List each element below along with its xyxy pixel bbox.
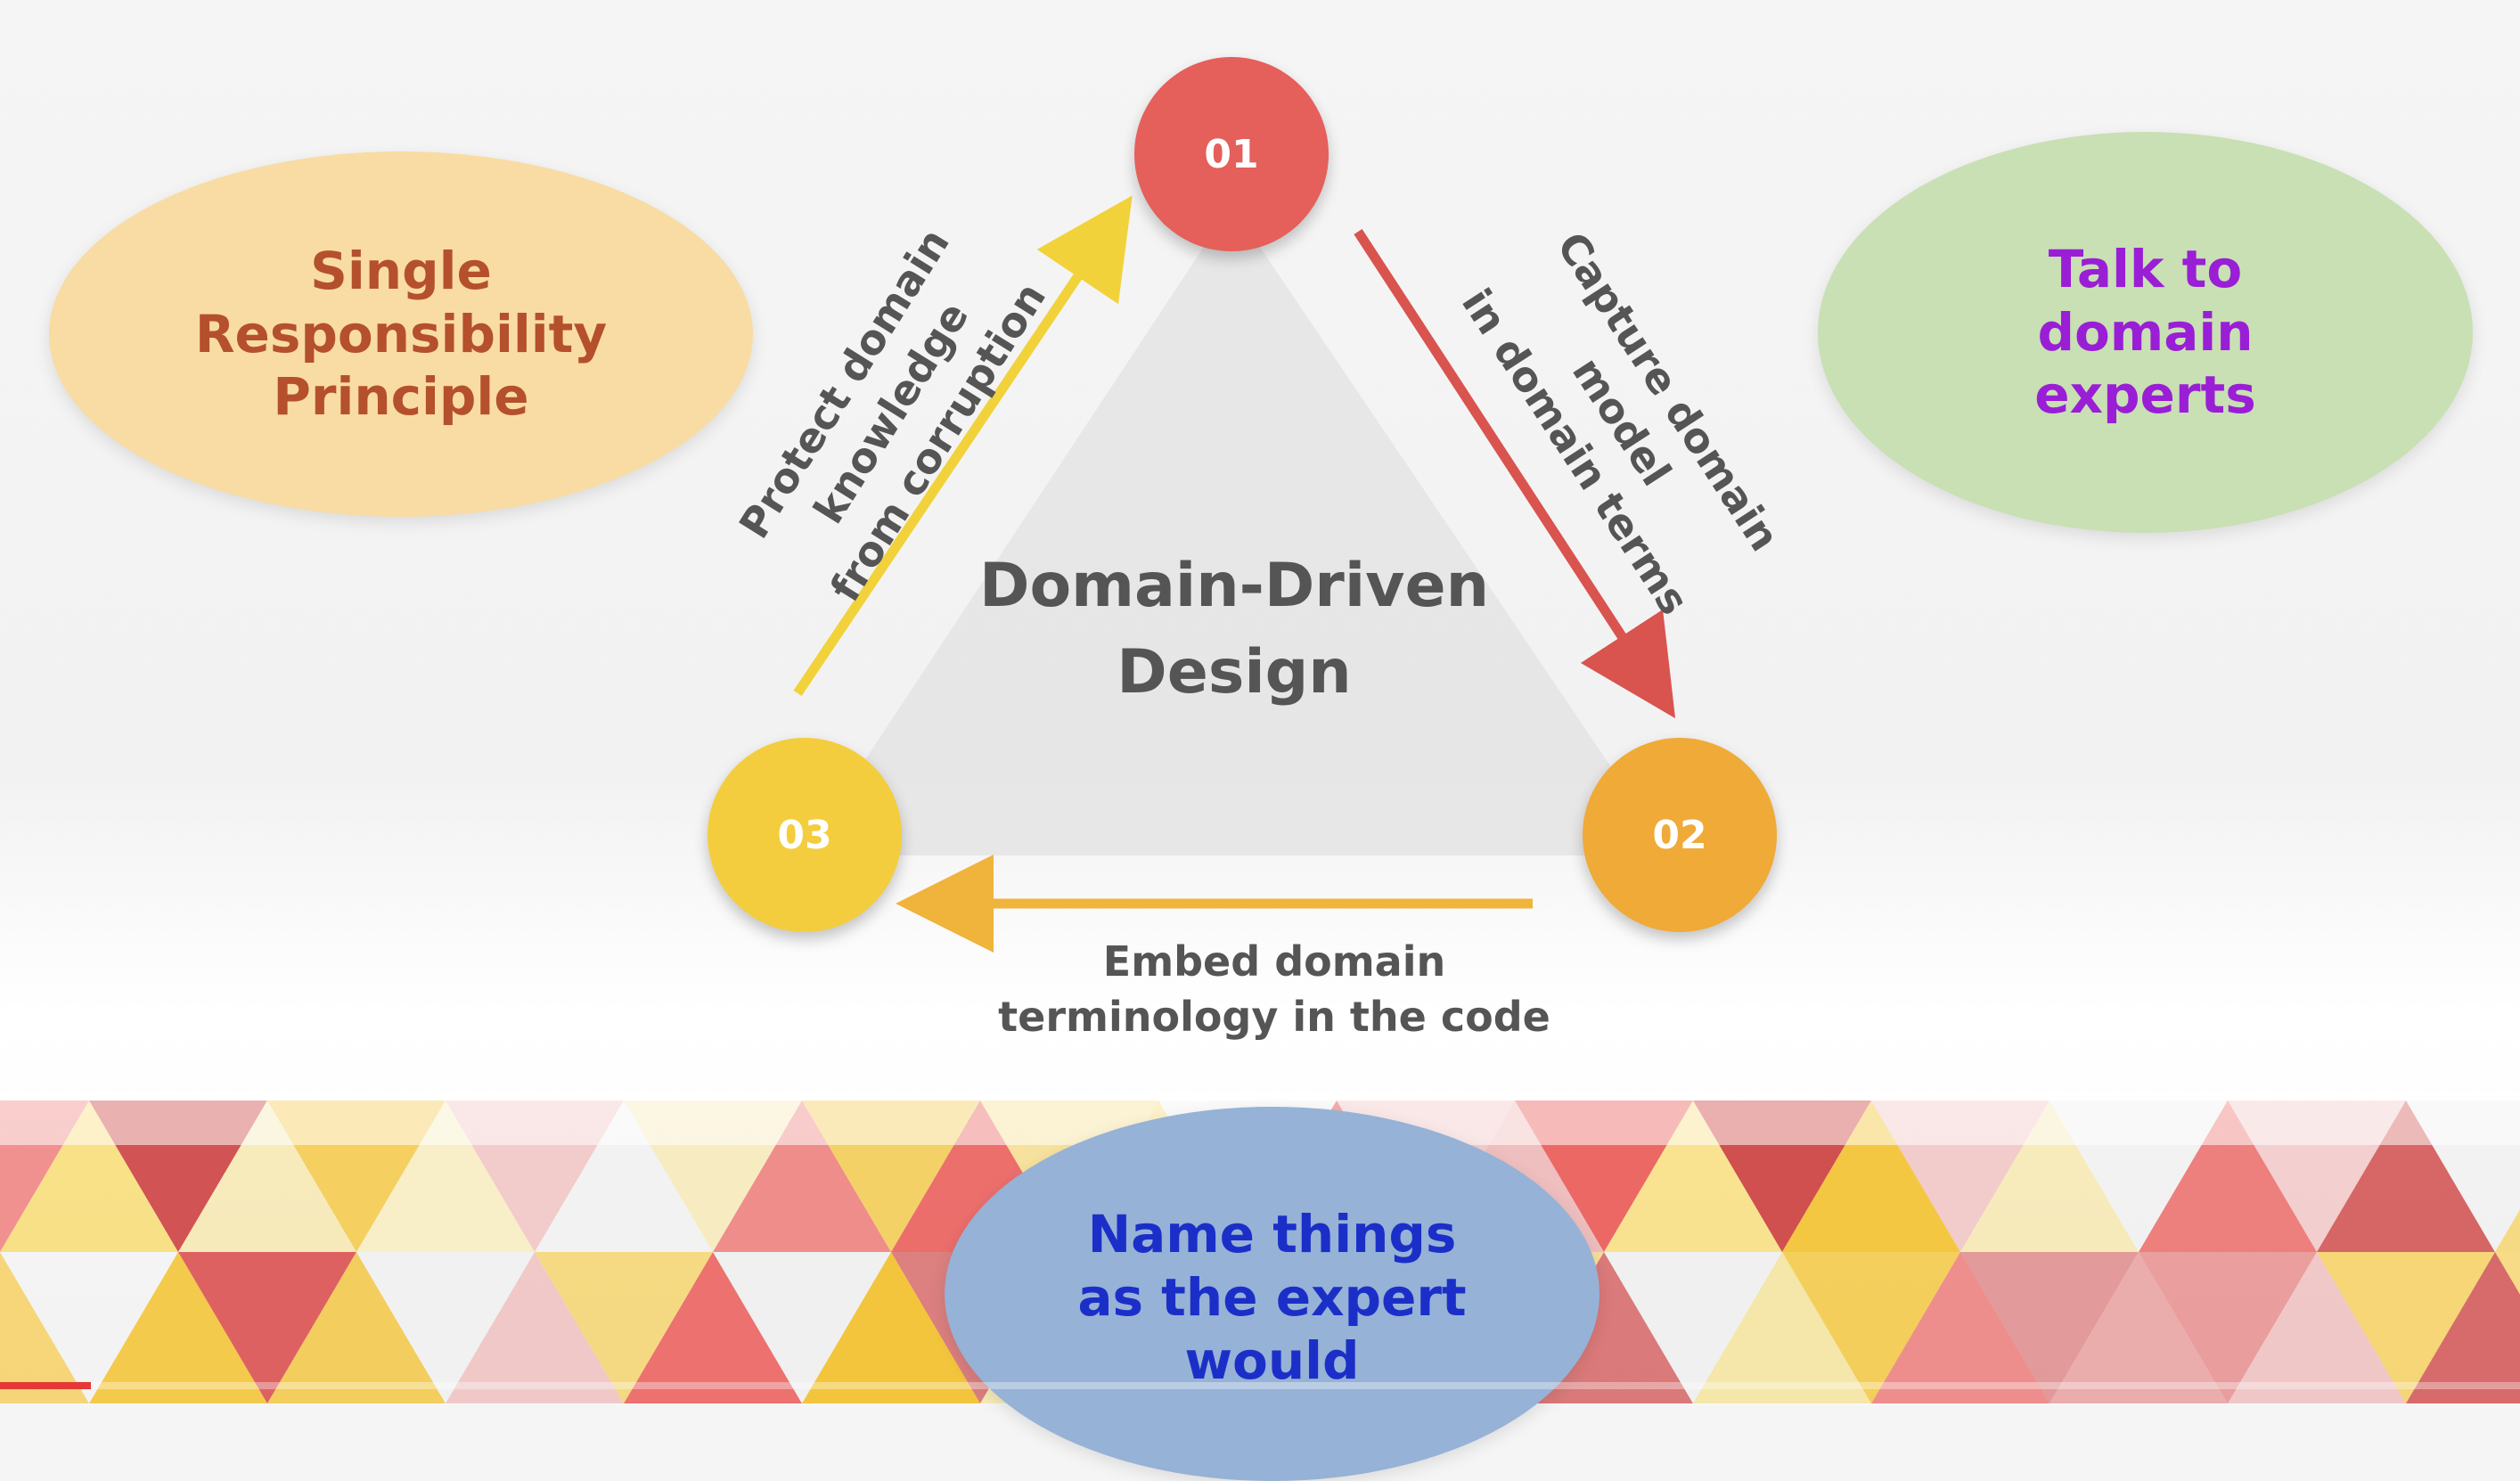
slide: 01 02 03 Domain-Driven Design Capture do… xyxy=(0,57,2520,1481)
node-03: 03 xyxy=(708,738,902,932)
decor-triangle xyxy=(1871,1252,2050,1403)
bubble-name-things: Name things as the expert would xyxy=(945,1107,1600,1481)
decor-triangle xyxy=(802,1252,980,1403)
decor-triangle xyxy=(535,1252,713,1403)
decor-triangle xyxy=(267,1252,446,1403)
decor-triangle xyxy=(2228,1252,2406,1403)
diagram-title: Domain-Driven Design xyxy=(979,551,1489,708)
node-01-label: 01 xyxy=(1204,131,1259,177)
bubble-name-things-text: Name things as the expert would xyxy=(1077,1204,1467,1391)
decor-triangle xyxy=(2495,1252,2520,1295)
decor-triangle xyxy=(713,1101,891,1252)
bubble-single-responsibility-text: Single Responsibility Principle xyxy=(194,240,608,428)
decor-triangle xyxy=(1782,1101,1960,1252)
decor-triangle xyxy=(535,1101,713,1252)
decor-triangle xyxy=(713,1252,891,1403)
node-03-label: 03 xyxy=(777,812,832,858)
decor-triangle xyxy=(446,1252,624,1403)
video-progress-fill xyxy=(0,1382,91,1389)
decor-triangle xyxy=(2406,1252,2520,1403)
video-progress-bar[interactable] xyxy=(0,1382,2520,1389)
decor-triangle xyxy=(2050,1252,2228,1403)
edge-label-embed: Embed domain terminology in the code xyxy=(998,937,1550,1042)
decor-triangle xyxy=(2139,1252,2317,1403)
decor-triangle xyxy=(2495,1209,2520,1252)
decor-triangle xyxy=(0,1101,178,1252)
decor-triangle xyxy=(2317,1101,2495,1252)
central-triangle xyxy=(802,205,1671,855)
bubble-talk-to-experts: Talk to domain experts xyxy=(1818,132,2473,533)
arrow-capture-domain-model xyxy=(1354,228,1676,719)
bubble-talk-to-experts-text: Talk to domain experts xyxy=(2034,238,2256,426)
node-01: 01 xyxy=(1134,57,1329,251)
decor-triangle xyxy=(356,1101,535,1252)
node-02-label: 02 xyxy=(1652,812,1707,858)
decor-triangle xyxy=(1960,1252,2139,1403)
decor-triangle xyxy=(178,1101,356,1252)
bubble-single-responsibility: Single Responsibility Principle xyxy=(49,151,753,517)
decor-triangle xyxy=(624,1252,802,1403)
decor-triangle xyxy=(356,1252,535,1403)
decor-triangle xyxy=(89,1252,267,1403)
decor-triangle xyxy=(1604,1252,1782,1403)
decor-triangle xyxy=(1960,1101,2139,1252)
node-02: 02 xyxy=(1583,738,1777,932)
decor-triangle xyxy=(2317,1252,2495,1403)
decor-triangle xyxy=(1782,1252,1960,1403)
decor-triangle xyxy=(2139,1101,2317,1252)
decor-triangle xyxy=(1604,1101,1782,1252)
decor-triangle xyxy=(1693,1252,1871,1403)
arrow-protect-domain-knowledge xyxy=(793,195,1133,697)
decor-triangle xyxy=(0,1252,178,1403)
diagram-graphics xyxy=(793,195,1676,953)
decor-triangle xyxy=(178,1252,356,1403)
